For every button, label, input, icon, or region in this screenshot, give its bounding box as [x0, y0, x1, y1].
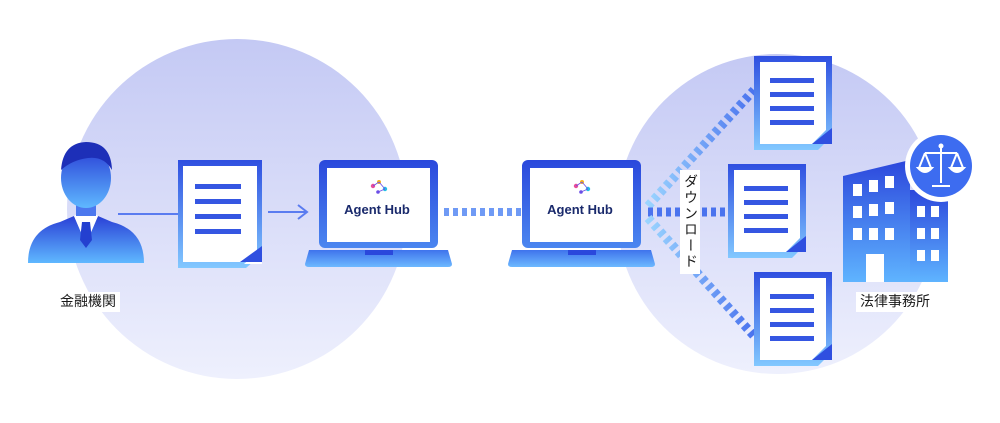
brand-right: Agent Hub	[547, 202, 613, 217]
download-label: ダウンロード	[680, 170, 700, 274]
agenthub-logo-icon	[573, 180, 591, 194]
arrow-icon	[268, 204, 309, 220]
document-icon	[728, 164, 806, 258]
download-line-top	[644, 86, 758, 210]
document-icon	[754, 56, 832, 150]
document-icon	[754, 272, 832, 366]
building-icon	[843, 160, 948, 282]
scale-icon	[905, 130, 977, 202]
left-actor-label: 金融機関	[56, 292, 120, 312]
agenthub-logo-icon	[370, 180, 388, 194]
brand-left: Agent Hub	[344, 202, 410, 217]
document-icon	[178, 160, 262, 268]
laptop-icon	[305, 160, 452, 267]
person-icon	[28, 142, 144, 263]
right-actor-label: 法律事務所	[856, 292, 934, 312]
